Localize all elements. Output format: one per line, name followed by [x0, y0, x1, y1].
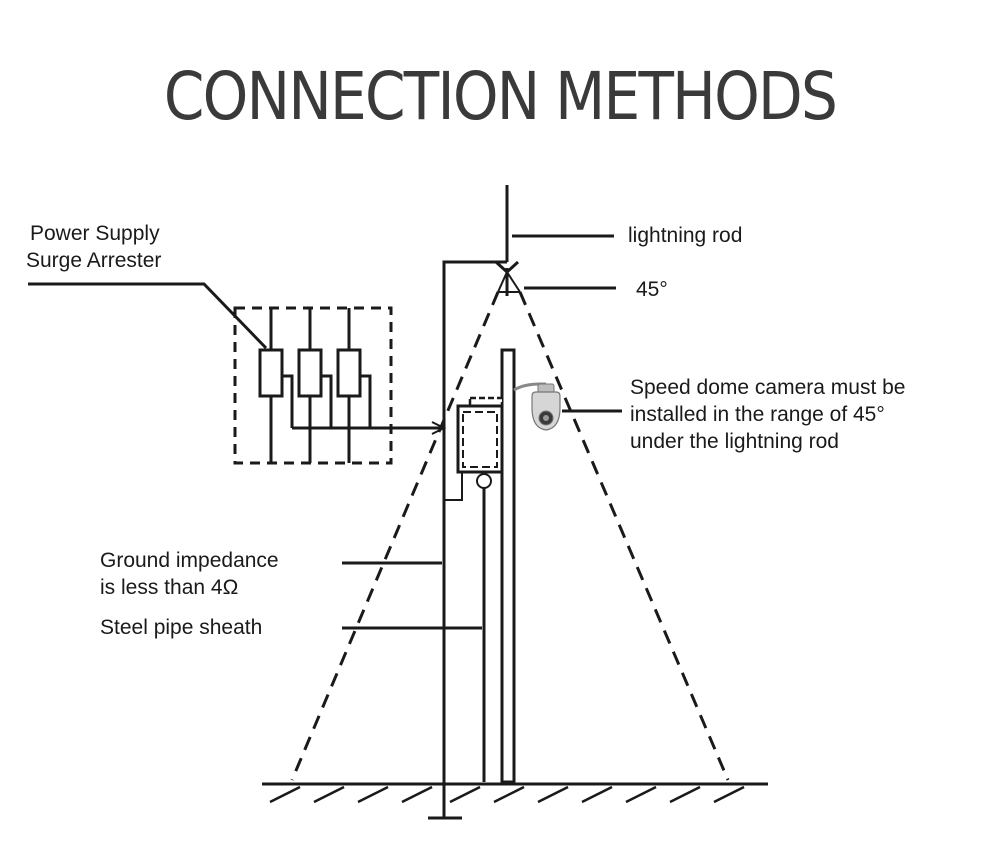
camera-label-line3: under the lightning rod [630, 430, 839, 453]
ground-impedance-label-line1: Ground impedance [100, 549, 279, 572]
camera-label-line2: installed in the range of 45° [630, 403, 885, 426]
grounding-conductor [428, 260, 507, 820]
speed-dome-camera-icon [513, 382, 561, 431]
junction-box [456, 396, 504, 474]
ground-impedance-label-line2: is less than 4Ω [100, 576, 238, 599]
protection-cone [290, 291, 730, 781]
surge-arrester-label-line2: Surge Arrester [26, 249, 161, 272]
lightning-rod-label: lightning rod [628, 224, 742, 247]
surge-arrester-label-line1: Power Supply [30, 222, 160, 245]
pole [494, 185, 521, 784]
ground [262, 782, 768, 804]
page-title: CONNECTION METHODS [163, 58, 838, 135]
camera-label-line1: Speed dome camera must be [630, 376, 905, 399]
surge-arrester [233, 306, 447, 465]
angle-label: 45° [636, 278, 668, 301]
steel-pipe-sheath [444, 470, 492, 782]
leader-lines [28, 234, 622, 630]
steel-pipe-label: Steel pipe sheath [100, 616, 262, 639]
